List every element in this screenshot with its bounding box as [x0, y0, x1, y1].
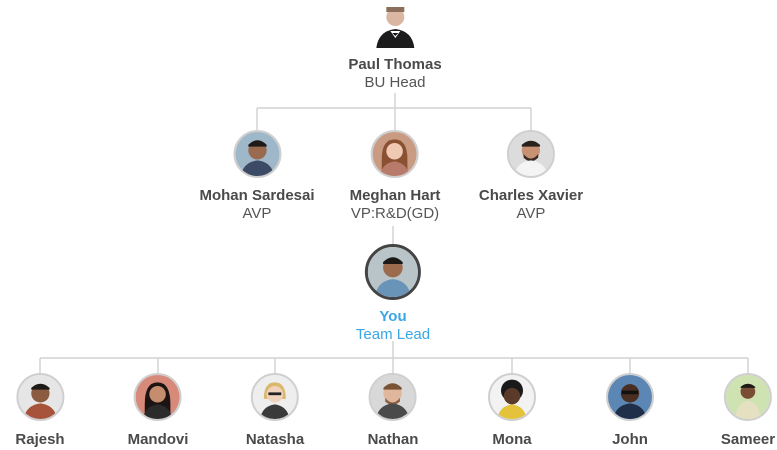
org-node-head[interactable]: Paul Thomas BU Head	[348, 2, 442, 92]
person-photo-icon	[606, 373, 654, 421]
person-name: John	[612, 431, 648, 448]
person-name: Mohan Sardesai	[199, 187, 315, 204]
person-photo-icon	[15, 373, 64, 421]
org-node-manager[interactable]: Charles Xavier AVP	[479, 130, 583, 223]
org-node-team-member[interactable]: Sameer	[721, 373, 775, 449]
person-title: Team Lead	[355, 326, 431, 343]
person-name: Sameer	[720, 431, 776, 448]
person-photo-icon	[371, 2, 418, 48]
org-node-team-member[interactable]: Mona	[488, 373, 536, 449]
person-name: Mandovi	[127, 431, 189, 448]
person-name: Charles Xavier	[478, 187, 584, 204]
person-photo-icon	[134, 373, 182, 421]
person-title: VP:R&D(GD)	[350, 205, 440, 222]
person-photo-icon	[724, 373, 772, 421]
org-node-team-member[interactable]: Natasha	[246, 373, 304, 449]
person-name: Meghan Hart	[349, 187, 441, 204]
org-node-manager[interactable]: Mohan Sardesai AVP	[199, 130, 315, 223]
person-photo-icon	[250, 373, 299, 421]
person-name: Rajesh	[15, 431, 65, 448]
org-node-manager[interactable]: Meghan Hart VP:R&D(GD)	[349, 130, 441, 223]
org-node-team-member[interactable]: Nathan	[367, 373, 419, 449]
org-node-team-member[interactable]: Rajesh	[15, 373, 65, 449]
org-node-team-member[interactable]: John	[606, 373, 654, 449]
person-name: You	[379, 308, 407, 325]
person-photo-icon	[369, 373, 417, 421]
person-title: AVP	[516, 205, 546, 222]
person-name: Mona	[492, 431, 532, 448]
person-name: Paul Thomas	[348, 56, 442, 73]
org-node-current-user[interactable]: You Team Lead	[356, 244, 430, 344]
person-photo-icon	[371, 130, 419, 178]
person-title: AVP	[242, 205, 272, 222]
person-photo-icon	[365, 244, 421, 300]
person-name: Natasha	[245, 431, 305, 448]
person-name: Nathan	[367, 431, 419, 448]
org-node-team-member[interactable]: Mandovi	[127, 373, 189, 449]
person-photo-icon	[488, 373, 536, 421]
person-photo-icon	[506, 130, 555, 178]
person-title: BU Head	[364, 74, 426, 91]
person-photo-icon	[232, 130, 281, 178]
